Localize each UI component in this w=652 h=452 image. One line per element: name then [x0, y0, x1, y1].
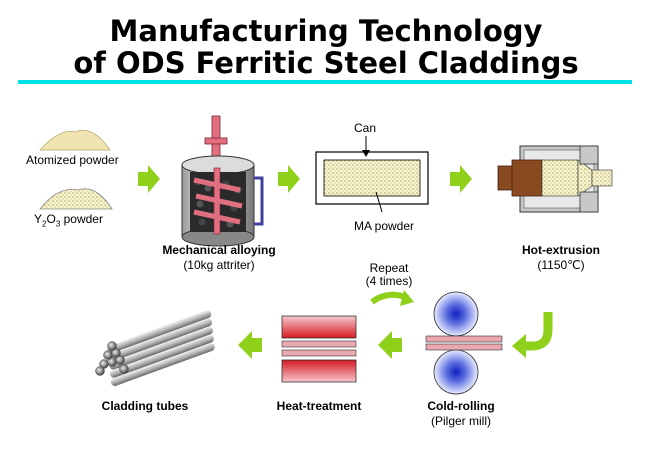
repeat-label: Repeat [369, 261, 409, 275]
arrow-turn [512, 334, 526, 358]
can-icon [315, 136, 429, 213]
atomized-powder-pile [39, 129, 111, 151]
repeat-detail: (4 times) [365, 274, 413, 288]
cold-rolling-detail: (Pilger mill) [431, 414, 491, 428]
title-line-1: Manufacturing Technology [109, 14, 543, 48]
cladding-tubes-icon [95, 310, 215, 386]
arrow-3 [450, 165, 472, 193]
atomized-powder-label: Atomized powder [26, 153, 119, 167]
arrow-1 [138, 165, 160, 193]
mechanical-alloying-detail: (10kg attriter) [183, 258, 255, 272]
arrow-4 [378, 331, 402, 359]
can-label: Can [354, 121, 377, 135]
hot-extrusion-label: Hot-extrusion [522, 243, 600, 257]
title-underline [18, 80, 632, 84]
heat-treatment-icon [281, 315, 357, 383]
title-line-2: of ODS Ferritic Steel Claddings [73, 46, 579, 80]
mechanical-alloying-label: Mechanical alloying [162, 243, 276, 257]
attritor-icon [181, 115, 264, 247]
arrow-5 [238, 331, 262, 359]
ma-powder-label: MA powder [354, 219, 415, 233]
arrow-2 [278, 165, 300, 193]
heat-treatment-label: Heat-treatment [276, 399, 362, 413]
hot-extrusion-detail: (1150℃) [537, 258, 585, 272]
cold-rolling-label: Cold-rolling [427, 399, 495, 413]
cold-rolling-icon [425, 291, 503, 395]
extrusion-icon [497, 145, 613, 213]
cladding-tubes-label: Cladding tubes [101, 399, 189, 413]
y2o3-powder-label: Y2O3 powder [34, 212, 103, 229]
y2o3-powder-pile [39, 188, 113, 210]
